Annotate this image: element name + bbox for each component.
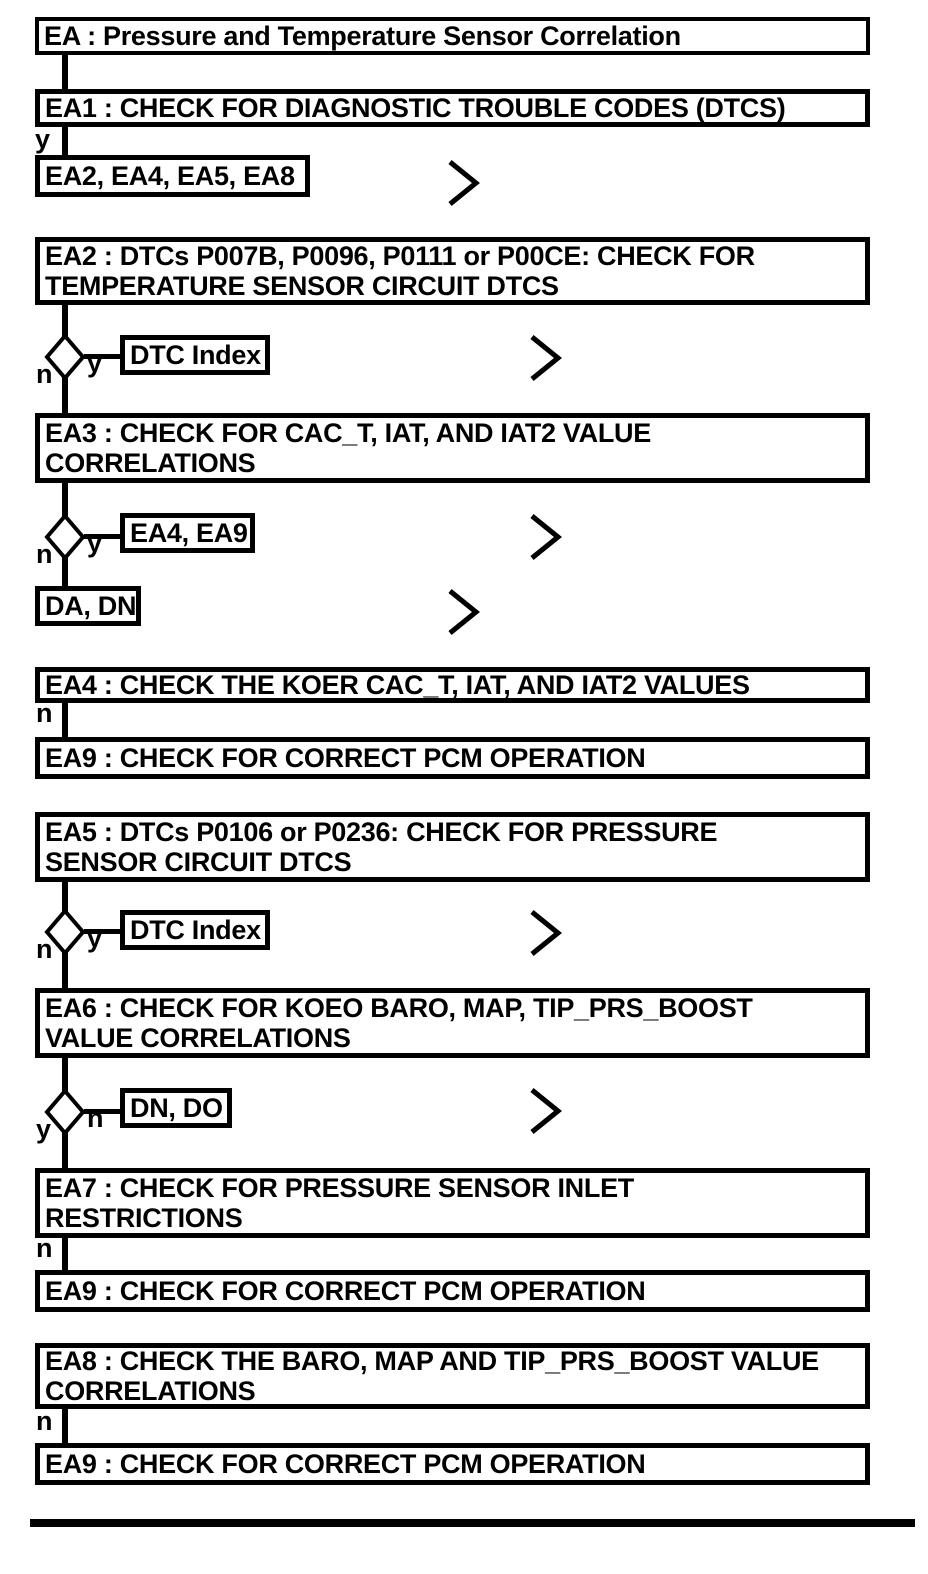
reference-box-dtc-index-2: DTC Index xyxy=(120,910,270,950)
branch-label-no-ea2: n xyxy=(36,359,53,389)
step-text-line1: EA3 : CHECK FOR CAC_T, IAT, AND IAT2 VAL… xyxy=(45,418,651,448)
continue-chevron-icon xyxy=(448,589,480,635)
step-box-ea4: EA4 : CHECK THE KOER CAC_T, IAT, AND IAT… xyxy=(35,667,870,703)
reference-box-ea1-yes: EA2, EA4, EA5, EA8 xyxy=(35,155,310,197)
connector-ea7-to-ea9 xyxy=(62,1236,68,1274)
reference-box-ea3-yes: EA4, EA9 xyxy=(120,513,255,553)
step-text: EA9 : CHECK FOR CORRECT PCM OPERATION xyxy=(45,1449,646,1479)
step-text: EA9 : CHECK FOR CORRECT PCM OPERATION xyxy=(45,1276,646,1306)
step-box-ea3: EA3 : CHECK FOR CAC_T, IAT, AND IAT2 VAL… xyxy=(35,413,870,483)
continue-chevron-icon xyxy=(448,160,480,206)
step-box-ea9-after-ea8: EA9 : CHECK FOR CORRECT PCM OPERATION xyxy=(35,1443,870,1485)
step-text-line2: CORRELATIONS xyxy=(45,448,256,478)
step-box-ea7: EA7 : CHECK FOR PRESSURE SENSOR INLET RE… xyxy=(35,1168,870,1238)
reference-text: DTC Index xyxy=(130,915,261,945)
step-box-ea9-after-ea4: EA9 : CHECK FOR CORRECT PCM OPERATION xyxy=(35,737,870,779)
connector-diamond3-to-ref xyxy=(84,929,122,934)
decision-diamond-icon xyxy=(44,1088,86,1136)
step-text-line2: CORRELATIONS xyxy=(45,1376,256,1406)
branch-label-no-ea8: n xyxy=(36,1406,53,1436)
branch-label-no-ea3: n xyxy=(36,539,53,569)
decision-diamond-icon xyxy=(44,513,86,561)
step-box-ea6: EA6 : CHECK FOR KOEO BARO, MAP, TIP_PRS_… xyxy=(35,988,870,1058)
step-text: EA1 : CHECK FOR DIAGNOSTIC TROUBLE CODES… xyxy=(45,93,786,123)
step-box-ea8: EA8 : CHECK THE BARO, MAP AND TIP_PRS_BO… xyxy=(35,1343,870,1409)
step-text-line1: EA2 : DTCs P007B, P0096, P0111 or P00CE:… xyxy=(45,241,755,271)
continue-chevron-icon xyxy=(530,910,562,956)
decision-diamond-icon xyxy=(44,908,86,956)
step-text-line1: EA5 : DTCs P0106 or P0236: CHECK FOR PRE… xyxy=(45,817,718,847)
branch-label-no-ea5: n xyxy=(36,934,53,964)
continue-chevron-icon xyxy=(530,335,562,381)
branch-label-yes-ea3: y xyxy=(87,528,102,558)
step-box-ea1: EA1 : CHECK FOR DIAGNOSTIC TROUBLE CODES… xyxy=(35,89,870,127)
flowchart-title: EA : Pressure and Temperature Sensor Cor… xyxy=(44,21,681,51)
branch-label-no-ea7: n xyxy=(36,1233,53,1263)
connector-ea4-to-ea9 xyxy=(62,701,68,741)
connector-ea1-to-ref xyxy=(62,125,68,159)
reference-text: DN, DO xyxy=(130,1093,223,1123)
branch-label-yes-ea2: y xyxy=(87,348,102,378)
branch-label-yes-ea6: y xyxy=(36,1114,51,1144)
connector-ea8-to-ea9 xyxy=(62,1407,68,1447)
step-text-line2: TEMPERATURE SENSOR CIRCUIT DTCS xyxy=(45,271,559,301)
page-divider xyxy=(30,1519,915,1527)
continue-chevron-icon xyxy=(530,1088,562,1134)
step-text-line1: EA6 : CHECK FOR KOEO BARO, MAP, TIP_PRS_… xyxy=(45,993,753,1023)
step-text: EA9 : CHECK FOR CORRECT PCM OPERATION xyxy=(45,743,646,773)
step-text: EA4 : CHECK THE KOER CAC_T, IAT, AND IAT… xyxy=(45,670,750,700)
step-text-line2: RESTRICTIONS xyxy=(45,1203,243,1233)
continue-chevron-icon xyxy=(530,514,562,560)
decision-diamond-icon xyxy=(44,333,86,381)
branch-label-no-ea4: n xyxy=(36,698,53,728)
step-text-line2: SENSOR CIRCUIT DTCS xyxy=(45,847,352,877)
reference-text: DA, DN xyxy=(45,591,137,621)
step-text-line1: EA8 : CHECK THE BARO, MAP AND TIP_PRS_BO… xyxy=(45,1346,819,1376)
connector-diamond2-to-ref xyxy=(84,534,122,539)
step-box-ea2: EA2 : DTCs P007B, P0096, P0111 or P00CE:… xyxy=(35,237,870,305)
reference-box-ea3-no: DA, DN xyxy=(35,586,141,626)
step-box-ea5: EA5 : DTCs P0106 or P0236: CHECK FOR PRE… xyxy=(35,812,870,882)
step-box-ea9-after-ea7: EA9 : CHECK FOR CORRECT PCM OPERATION xyxy=(35,1270,870,1312)
reference-box-dtc-index-1: DTC Index xyxy=(120,335,270,375)
reference-text: EA2, EA4, EA5, EA8 xyxy=(45,161,295,191)
connector-diamond4-to-ref xyxy=(84,1109,122,1114)
reference-text: DTC Index xyxy=(130,340,261,370)
step-text-line1: EA7 : CHECK FOR PRESSURE SENSOR INLET xyxy=(45,1173,634,1203)
reference-text: EA4, EA9 xyxy=(130,518,248,548)
flowchart-title-box: EA : Pressure and Temperature Sensor Cor… xyxy=(35,17,870,55)
branch-label-no-ea6: n xyxy=(87,1103,104,1133)
connector-diamond1-to-ref xyxy=(84,354,122,359)
reference-box-ea6-no: DN, DO xyxy=(120,1088,232,1128)
branch-label-yes-ea1: y xyxy=(35,124,50,154)
step-text-line2: VALUE CORRELATIONS xyxy=(45,1023,351,1053)
branch-label-yes-ea5: y xyxy=(87,923,102,953)
connector-title-to-ea1 xyxy=(62,53,68,93)
